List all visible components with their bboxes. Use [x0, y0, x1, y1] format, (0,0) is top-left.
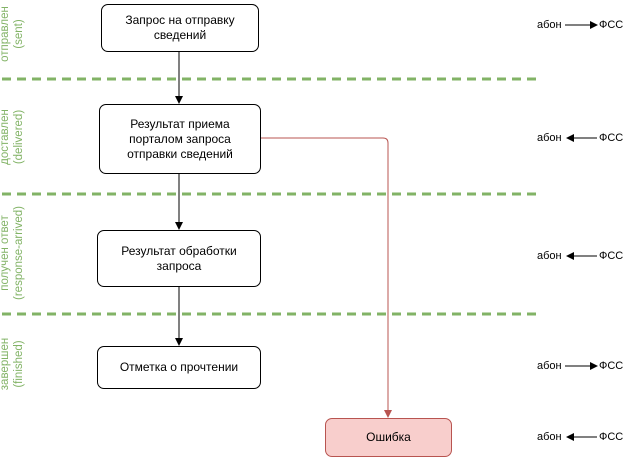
direction-left-label: абон: [537, 19, 562, 31]
direction-right-label: ФСС: [599, 431, 624, 443]
stage-label-delivered: доставлен (delivered): [0, 109, 25, 165]
direction-right-label: ФСС: [599, 132, 624, 144]
stage-label-finished: завершен (finished): [0, 337, 25, 391]
box-send-request[interactable]: Запрос на отправку сведений: [101, 4, 259, 52]
direction-left-label: абон: [537, 250, 562, 262]
direction-right-label: ФСС: [599, 360, 624, 372]
direction-left-label: абон: [537, 132, 562, 144]
direction-right-label: ФСС: [599, 19, 624, 31]
box-portal-receipt-result[interactable]: Результат приема порталом запроса отправ…: [99, 104, 261, 174]
box-error[interactable]: Ошибка: [325, 418, 452, 457]
direction-left-label: абон: [537, 431, 562, 443]
stage-label-response-arrived: получен ответ (response-arrived): [0, 206, 25, 300]
error-arrow: [261, 137, 392, 418]
stage-label-sent: отправлен (sent): [0, 6, 25, 62]
direction-right-label: ФСС: [599, 250, 624, 262]
box-processing-result[interactable]: Результат обработки запроса: [97, 230, 261, 287]
box-read-receipt[interactable]: Отметка о прочтении: [97, 346, 261, 389]
direction-left-label: абон: [537, 360, 562, 372]
